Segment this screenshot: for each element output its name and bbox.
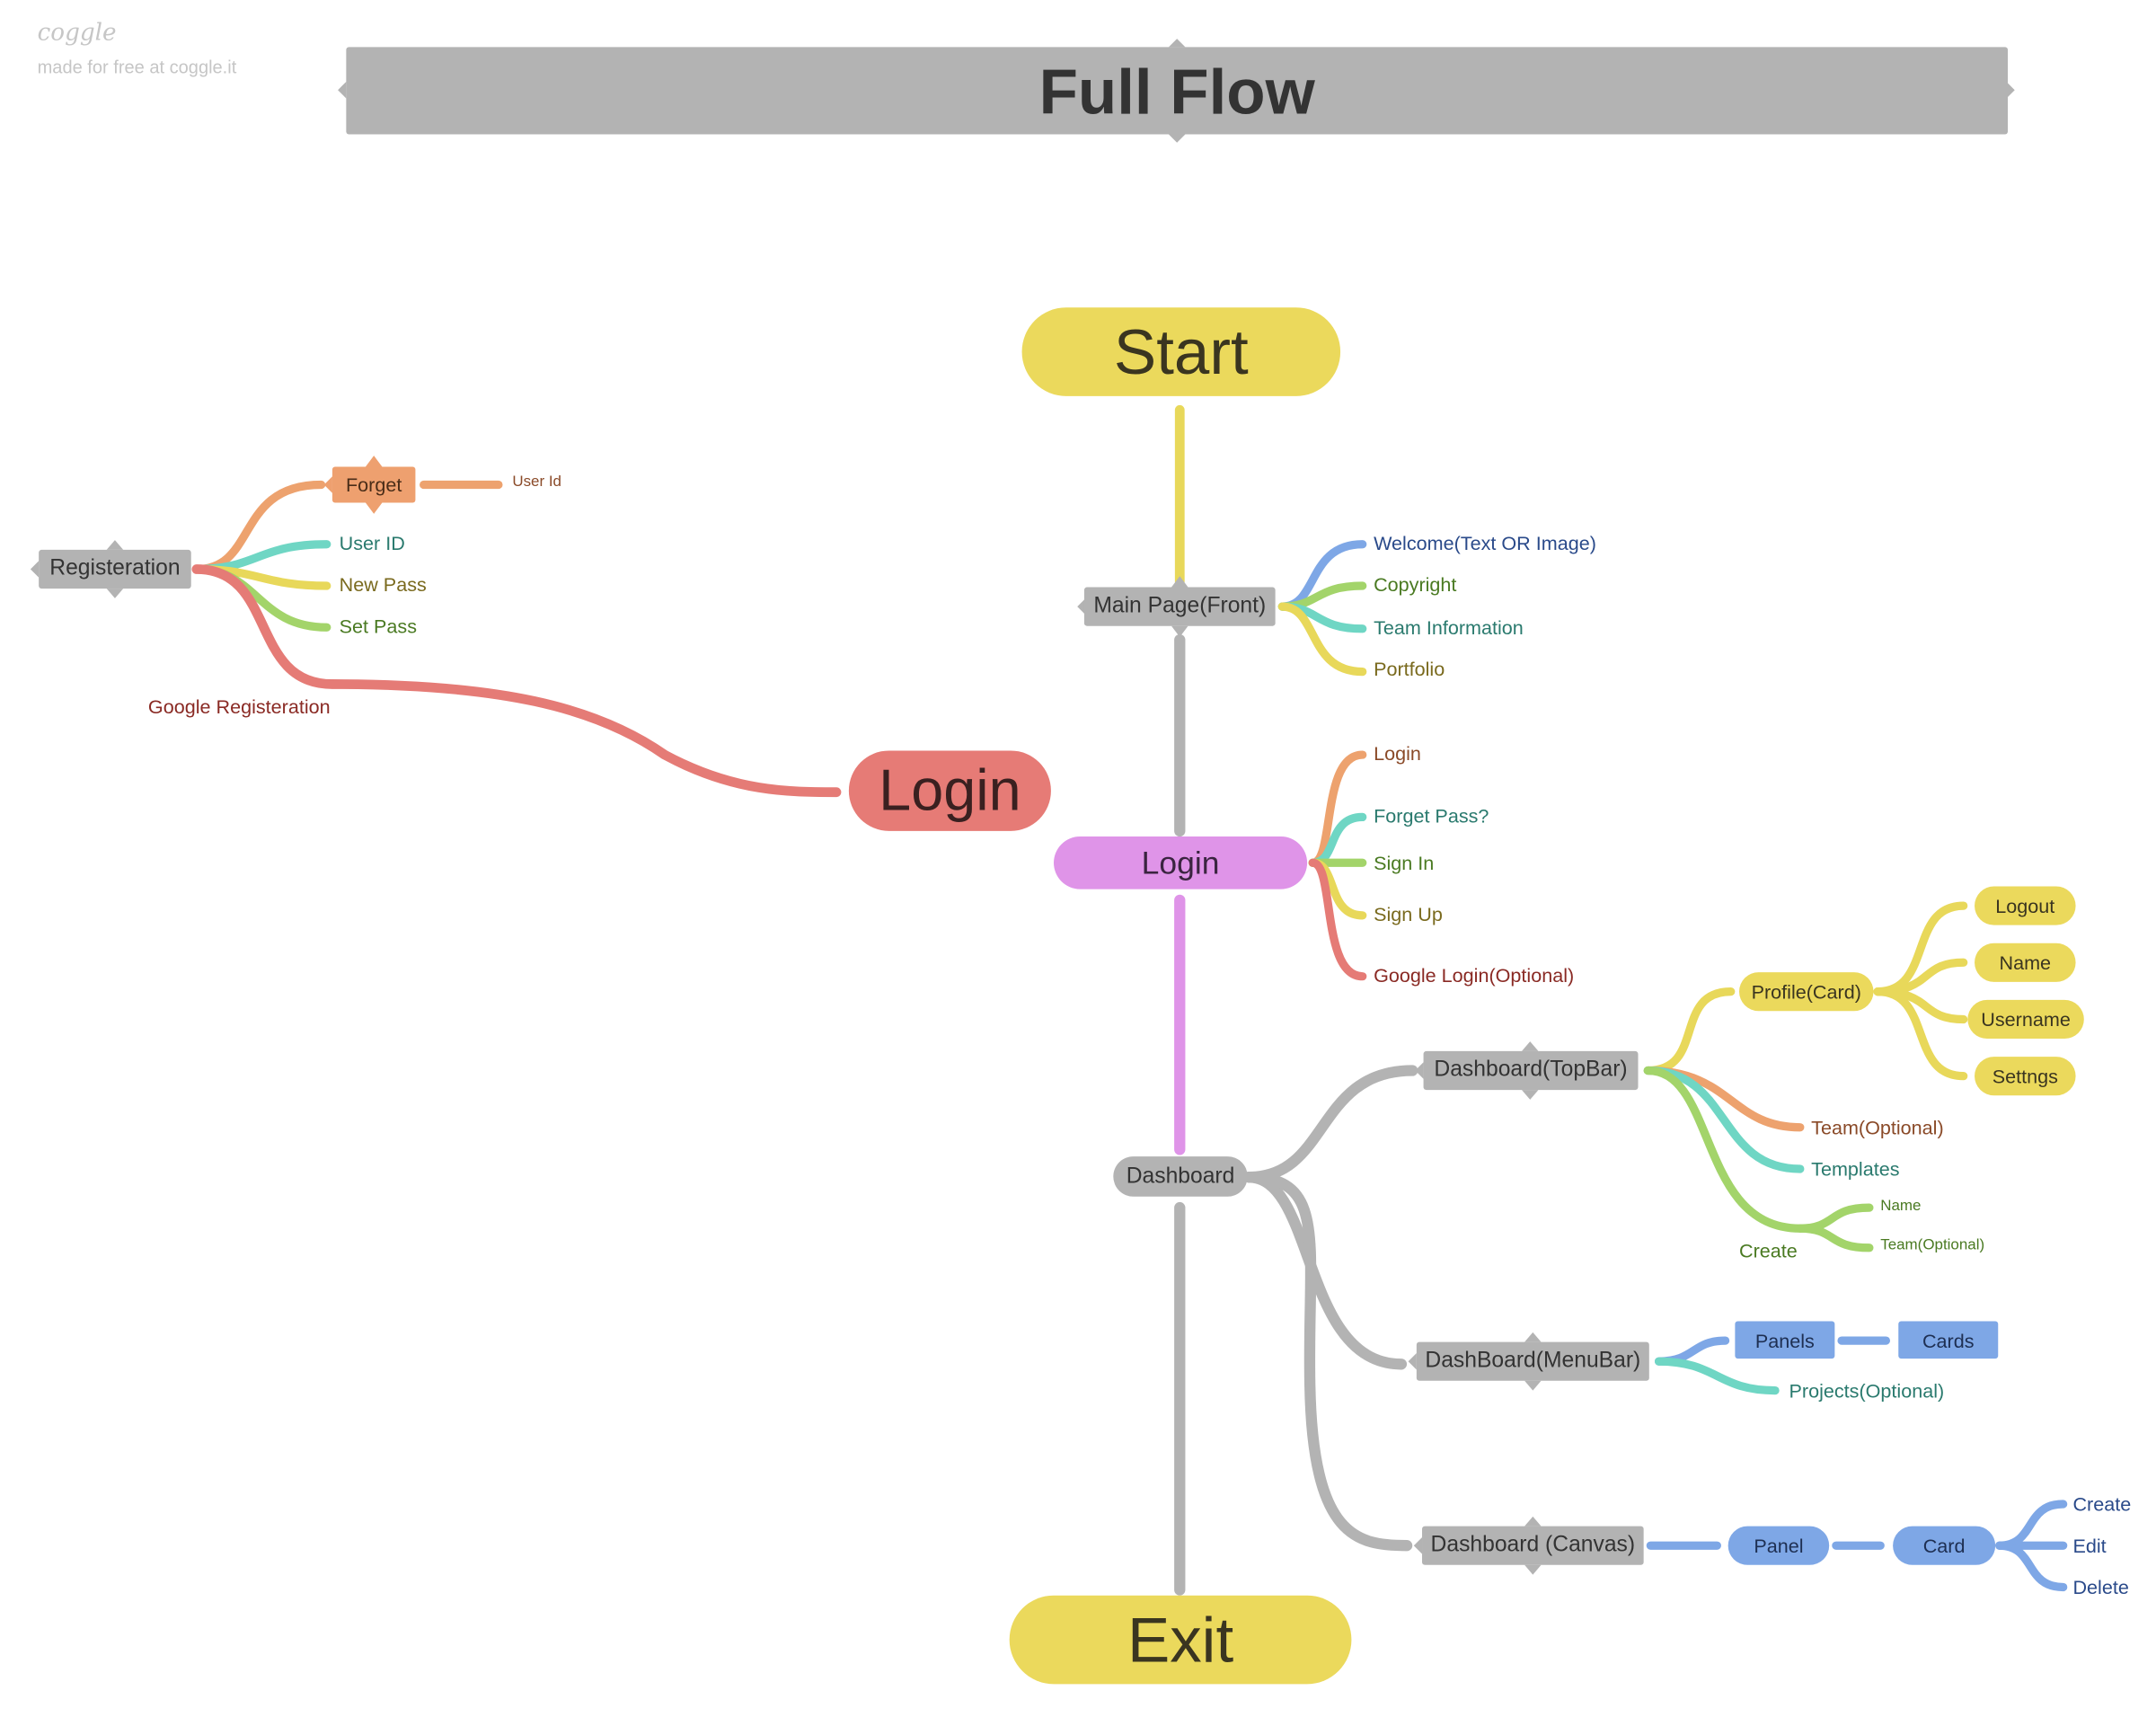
label-copyright: Copyright (1374, 573, 1457, 596)
label-team-optional: Team(Optional) (1811, 1116, 1944, 1139)
node-login-center[interactable]: Login (1054, 836, 1308, 889)
link-projects-optional (1654, 1357, 1780, 1395)
link-card-delete (1995, 1541, 2068, 1592)
node-name[interactable]: Name (1975, 943, 2076, 982)
node-username[interactable]: Username (1967, 999, 2084, 1040)
link-dash-topbar (1243, 1065, 1418, 1183)
label-google-login: Google Login(Optional) (1374, 963, 1575, 987)
link-user-id (192, 540, 331, 574)
node-panels[interactable]: Panels (1735, 1321, 1835, 1359)
link-profile-card (1643, 987, 1736, 1075)
node-settings[interactable]: Settngs (1975, 1057, 2076, 1096)
link-login-item (1308, 750, 1367, 867)
link-templates (1643, 1066, 1805, 1173)
label-card-create: Create (2072, 1492, 2132, 1516)
label-set-pass: Set Pass (339, 615, 418, 638)
label-portfolio: Portfolio (1374, 658, 1445, 680)
node-exit[interactable]: Exit (1009, 1595, 1352, 1685)
label-user-id: User ID (339, 531, 405, 554)
node-forget[interactable]: Forget (331, 466, 416, 503)
node-start[interactable]: Start (1021, 307, 1341, 396)
link-google-login (1308, 858, 1367, 981)
node-main-page[interactable]: Main Page(Front) (1083, 587, 1276, 626)
node-dash-menubar[interactable]: DashBoard(MenuBar) (1416, 1341, 1649, 1381)
link-google-registeration (191, 564, 842, 798)
node-dashboard[interactable]: Dashboard (1113, 1156, 1248, 1197)
node-dash-canvas[interactable]: Dashboard (Canvas) (1422, 1526, 1644, 1565)
link-dash-menubar (1243, 1172, 1408, 1370)
label-card-delete: Delete (2072, 1576, 2129, 1598)
node-profile-card[interactable]: Profile(Card) (1738, 972, 1874, 1012)
link-portfolio (1277, 602, 1367, 677)
label-new-pass: New Pass (339, 573, 427, 596)
link-card-create (1995, 1500, 2068, 1550)
label-card-edit: Edit (2072, 1534, 2107, 1557)
node-card[interactable]: Card (1893, 1526, 1996, 1565)
node-registeration[interactable]: Registeration (39, 549, 191, 589)
node-dash-topbar[interactable]: Dashboard(TopBar) (1423, 1050, 1639, 1091)
coggle-logo[interactable]: coggle (37, 19, 117, 48)
label-templates: Templates (1811, 1157, 1900, 1181)
node-login-big[interactable]: Login (848, 750, 1051, 831)
label-user-id-small: User Id (512, 474, 561, 491)
node-cards[interactable]: Cards (1898, 1321, 1999, 1359)
coggle-tagline[interactable]: made for free at coggle.it (37, 57, 237, 78)
link-settings (1873, 987, 1968, 1081)
label-team-information: Team Information (1374, 615, 1524, 639)
label-projects-optional: Projects(Optional) (1789, 1379, 1945, 1402)
label-create: Create (1738, 1239, 1798, 1262)
label-sign-in: Sign In (1374, 851, 1435, 874)
label-create-name: Name (1880, 1198, 1922, 1215)
node-logout[interactable]: Logout (1975, 886, 2076, 925)
label-login-item: Login (1374, 742, 1421, 765)
label-sign-up: Sign Up (1374, 902, 1443, 925)
link-create (1643, 1066, 1805, 1233)
label-google-registeration: Google Registeration (147, 695, 331, 718)
link-create-team (1796, 1224, 1874, 1252)
label-welcome: Welcome(Text OR Image) (1374, 531, 1596, 554)
label-create-team: Team(Optional) (1880, 1236, 1985, 1253)
node-panel[interactable]: Panel (1727, 1526, 1830, 1565)
title-banner: Full Flow (346, 47, 2009, 135)
link-forget-pass (1308, 812, 1367, 867)
node-notches (30, 39, 2015, 1575)
link-name (1873, 958, 1968, 996)
link-dash-canvas (1243, 1172, 1413, 1552)
label-forget-pass: Forget Pass? (1374, 804, 1489, 828)
